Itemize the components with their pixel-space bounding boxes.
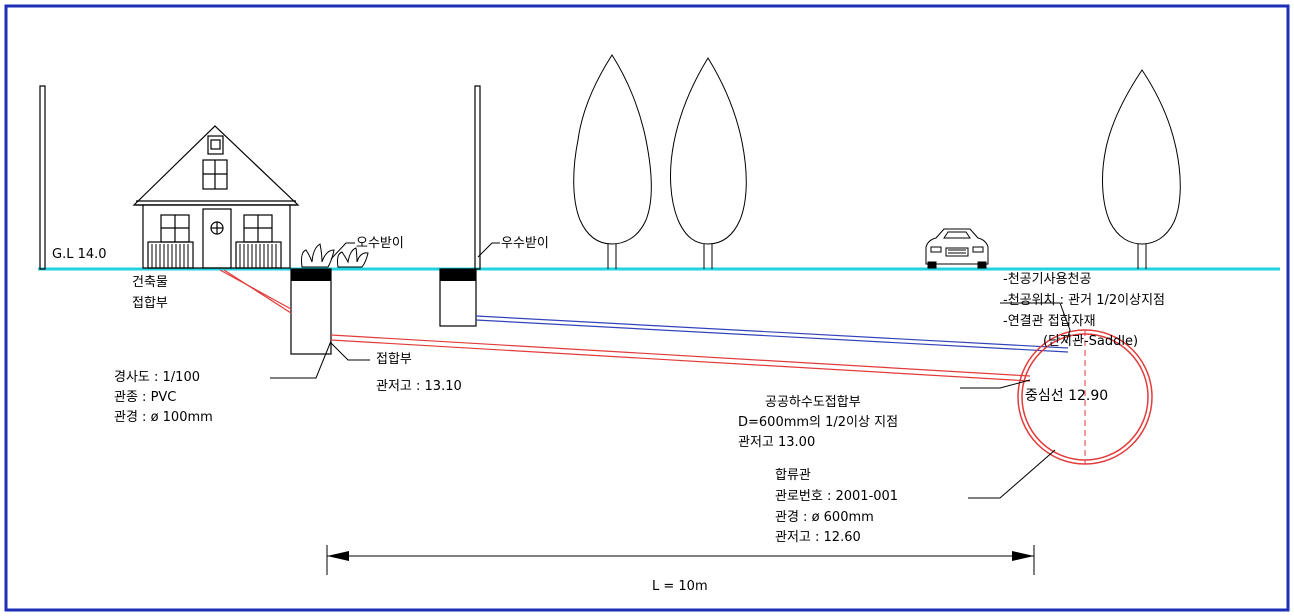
dimension-label: L = 10m (652, 579, 708, 594)
building-label-2: 접합부 (132, 296, 168, 311)
pipe-type-label: 관종 : PVC (114, 390, 177, 405)
car-icon (925, 228, 989, 269)
leader-lines (270, 242, 1071, 499)
building-label-1: 건축물 (132, 275, 168, 290)
building-lateral-pipe (219, 269, 292, 314)
sewage-inlet (290, 268, 332, 355)
railing-bars (151, 244, 277, 268)
tree-icon (573, 54, 652, 269)
construction-note-2: -천공위치 : 관거 1/2이상지점 (1003, 293, 1165, 308)
rain-inlet (439, 268, 477, 327)
dimension-line (326, 545, 1035, 575)
dimension-arrow-left (327, 551, 349, 561)
public-connection-invert: 관저고 13.00 (738, 435, 816, 450)
dimension-arrow-right (1012, 551, 1034, 561)
construction-note-3: -연결관 접합자재 (1003, 314, 1096, 329)
left-pole (39, 85, 46, 270)
pipe-diameter-label: 관경 : ø 100mm (114, 410, 213, 425)
slope-label: 경사도 : 1/100 (114, 370, 200, 385)
rain-inlet-label: 우수받이 (501, 236, 549, 251)
shrub-icon (301, 243, 369, 268)
junction-invert-label: 관저고 : 13.10 (376, 379, 462, 394)
sewage-inlet-label: 오수받이 (356, 236, 404, 251)
public-connection-position: D=600mm의 1/2이상 지점 (738, 415, 899, 430)
drawing-frame (4, 4, 1290, 612)
middle-pole (474, 85, 481, 270)
combined-sewer-route: 관로번호 : 2001-001 (775, 489, 899, 504)
combined-sewer-diameter: 관경 : ø 600mm (775, 510, 874, 525)
centerline-label: 중심선 12.90 (1025, 388, 1109, 404)
junction-label: 접합부 (376, 352, 412, 367)
construction-note-1: -천공기사용천공 (1003, 272, 1092, 287)
construction-note-4: (단지관-Saddle) (1043, 334, 1139, 349)
combined-sewer-title: 합류관 (775, 468, 811, 483)
rain-connection-pipe (475, 315, 1069, 353)
sewage-connection-pipe (330, 334, 1031, 382)
ground-level-label: G.L 14.0 (52, 247, 107, 262)
combined-sewer-pipe (1017, 329, 1153, 465)
public-connection-title: 공공하수도접합부 (765, 395, 861, 410)
combined-sewer-invert: 관저고 : 12.60 (775, 530, 861, 545)
tree-icon (1102, 69, 1181, 269)
tree-icon (670, 57, 747, 269)
house-icon (132, 125, 300, 269)
